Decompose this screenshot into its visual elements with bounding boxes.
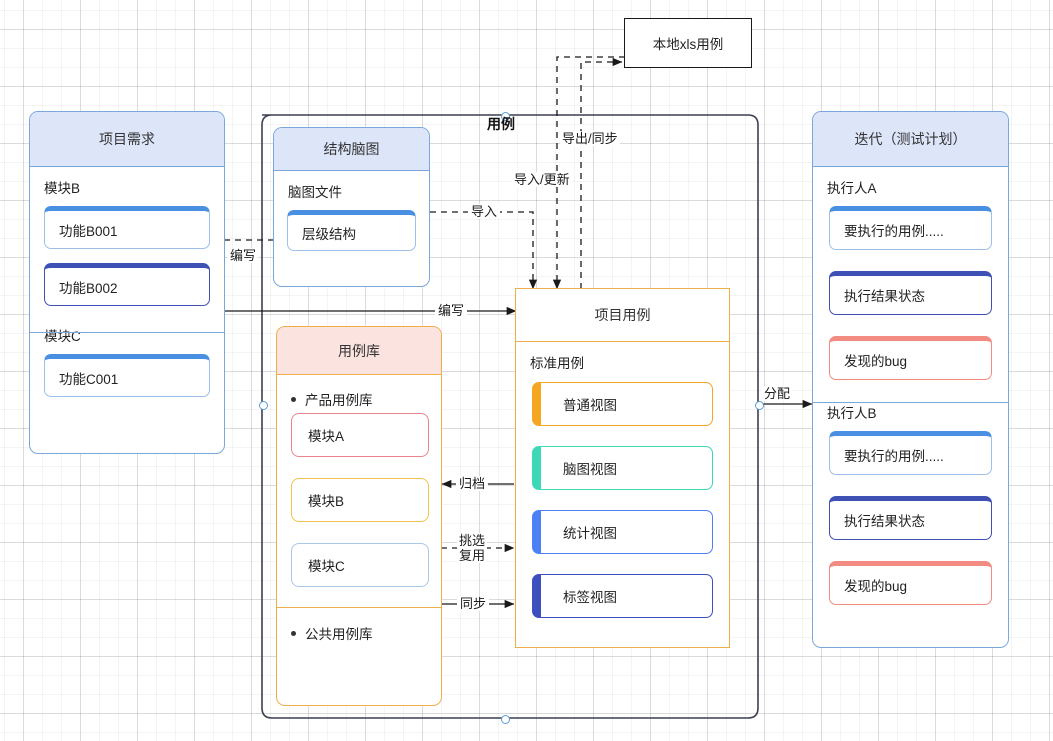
edge-label-pick-reuse-line1: 挑选 xyxy=(459,533,486,548)
mindmap-item-hierarchy[interactable]: 层级结构 xyxy=(287,210,416,251)
exec-a-item-bug[interactable]: 发现的bug xyxy=(829,336,992,380)
exec-b-item-bug-label: 发现的bug xyxy=(844,579,908,594)
edge-label-import-mindmap: 导入 xyxy=(468,204,501,219)
bullet-icon xyxy=(291,630,296,636)
case-library-divider xyxy=(277,607,441,608)
edge-label-archive: 归档 xyxy=(456,476,489,491)
panel-mindmap-title: 结构脑图 xyxy=(323,141,380,157)
view-tags[interactable]: 标签视图 xyxy=(532,574,713,618)
view-tags-label: 标签视图 xyxy=(563,590,617,605)
case-library-module-a[interactable]: 模块A xyxy=(291,413,429,457)
panel-iteration-header: 迭代（测试计划） xyxy=(813,112,1008,167)
req-divider xyxy=(30,332,224,333)
mindmap-section-label: 脑图文件 xyxy=(288,185,342,200)
view-mindmap[interactable]: 脑图视图 xyxy=(532,446,713,490)
edge-label-export-sync: 导出/同步 xyxy=(560,131,620,146)
project-cases-section-label: 标准用例 xyxy=(530,356,584,371)
req-section-label-0: 模块B xyxy=(44,181,81,196)
group-handle-bottom[interactable] xyxy=(501,715,510,724)
panel-iteration-title: 迭代（测试计划） xyxy=(854,131,967,147)
case-library-group-public: 公共用例库 xyxy=(291,623,373,643)
case-library-module-a-label: 模块A xyxy=(308,429,345,444)
view-mindmap-label: 脑图视图 xyxy=(563,462,617,477)
exec-a-item-result-label: 执行结果状态 xyxy=(844,289,925,304)
req-item-c001[interactable]: 功能C001 xyxy=(44,354,210,397)
req-item-c001-label: 功能C001 xyxy=(59,371,119,387)
exec-b-item-result[interactable]: 执行结果状态 xyxy=(829,496,992,540)
iteration-divider xyxy=(813,402,1008,403)
group-title-usecase: 用例 xyxy=(487,116,515,132)
exec-b-item-cases[interactable]: 要执行的用例..... xyxy=(829,431,992,475)
panel-iteration[interactable]: 迭代（测试计划） 执行人A 要执行的用例..... 执行结果状态 发现的bug … xyxy=(812,111,1009,648)
group-handle-top[interactable] xyxy=(501,112,510,121)
iteration-executor-a-label: 执行人A xyxy=(827,181,877,196)
panel-requirements[interactable]: 项目需求 模块B 功能B001 功能B002 模块C 功能C001 xyxy=(29,111,225,454)
panel-requirements-header: 项目需求 xyxy=(30,112,224,167)
exec-b-item-bug[interactable]: 发现的bug xyxy=(829,561,992,605)
edge-label-write-cases: 编写 xyxy=(435,303,468,318)
exec-a-item-bug-label: 发现的bug xyxy=(844,354,908,369)
panel-case-library-header: 用例库 xyxy=(277,327,441,375)
mindmap-item-hierarchy-label: 层级结构 xyxy=(302,226,356,242)
panel-local-xls-label: 本地xls用例 xyxy=(652,37,724,52)
panel-project-cases[interactable]: 项目用例 标准用例 普通视图 脑图视图 统计视图 标签视图 xyxy=(515,288,730,648)
panel-project-cases-title: 项目用例 xyxy=(594,307,651,323)
edge-label-pick-reuse-line2: 复用 xyxy=(459,548,486,563)
case-library-group-product: 产品用例库 xyxy=(291,389,373,409)
case-library-group-public-label: 公共用例库 xyxy=(305,627,373,642)
exec-b-item-cases-label: 要执行的用例..... xyxy=(844,449,944,464)
view-normal[interactable]: 普通视图 xyxy=(532,382,713,426)
exec-a-item-cases[interactable]: 要执行的用例..... xyxy=(829,206,992,250)
iteration-executor-b-label: 执行人B xyxy=(827,406,877,421)
panel-mindmap-header: 结构脑图 xyxy=(274,128,429,171)
panel-mindmap[interactable]: 结构脑图 脑图文件 层级结构 xyxy=(273,127,430,287)
panel-case-library-title: 用例库 xyxy=(338,342,380,359)
panel-case-library[interactable]: 用例库 产品用例库 模块A 模块B 模块C 公共用例库 xyxy=(276,326,442,706)
panel-project-cases-header: 项目用例 xyxy=(516,289,729,342)
req-item-b002-label: 功能B002 xyxy=(59,280,118,296)
edge-label-sync: 同步 xyxy=(457,596,490,611)
panel-requirements-title: 项目需求 xyxy=(99,131,155,147)
edge-label-write-mindmap: 编写 xyxy=(228,248,259,263)
case-library-module-b[interactable]: 模块B xyxy=(291,478,429,522)
view-statistics[interactable]: 统计视图 xyxy=(532,510,713,554)
case-library-module-c-label: 模块C xyxy=(308,559,345,574)
case-library-module-c[interactable]: 模块C xyxy=(291,543,429,587)
req-section-label-1: 模块C xyxy=(44,329,81,344)
view-normal-label: 普通视图 xyxy=(563,398,617,413)
case-library-module-b-label: 模块B xyxy=(308,494,345,509)
exec-a-item-cases-label: 要执行的用例..... xyxy=(844,224,944,239)
edge-label-import-update: 导入/更新 xyxy=(512,172,572,187)
view-statistics-label: 统计视图 xyxy=(563,526,617,541)
group-handle-left[interactable] xyxy=(259,401,268,410)
edge-label-assign: 分配 xyxy=(762,386,793,401)
req-item-b001-label: 功能B001 xyxy=(59,223,118,239)
case-library-group-product-label: 产品用例库 xyxy=(305,393,373,408)
group-handle-right[interactable] xyxy=(755,401,764,410)
bullet-icon xyxy=(291,396,296,402)
exec-a-item-result[interactable]: 执行结果状态 xyxy=(829,271,992,315)
req-item-b002[interactable]: 功能B002 xyxy=(44,263,210,306)
exec-b-item-result-label: 执行结果状态 xyxy=(844,514,925,529)
req-item-b001[interactable]: 功能B001 xyxy=(44,206,210,249)
edge-label-pick-reuse: 挑选 复用 xyxy=(457,533,488,563)
panel-local-xls[interactable]: 本地xls用例 xyxy=(624,18,752,68)
